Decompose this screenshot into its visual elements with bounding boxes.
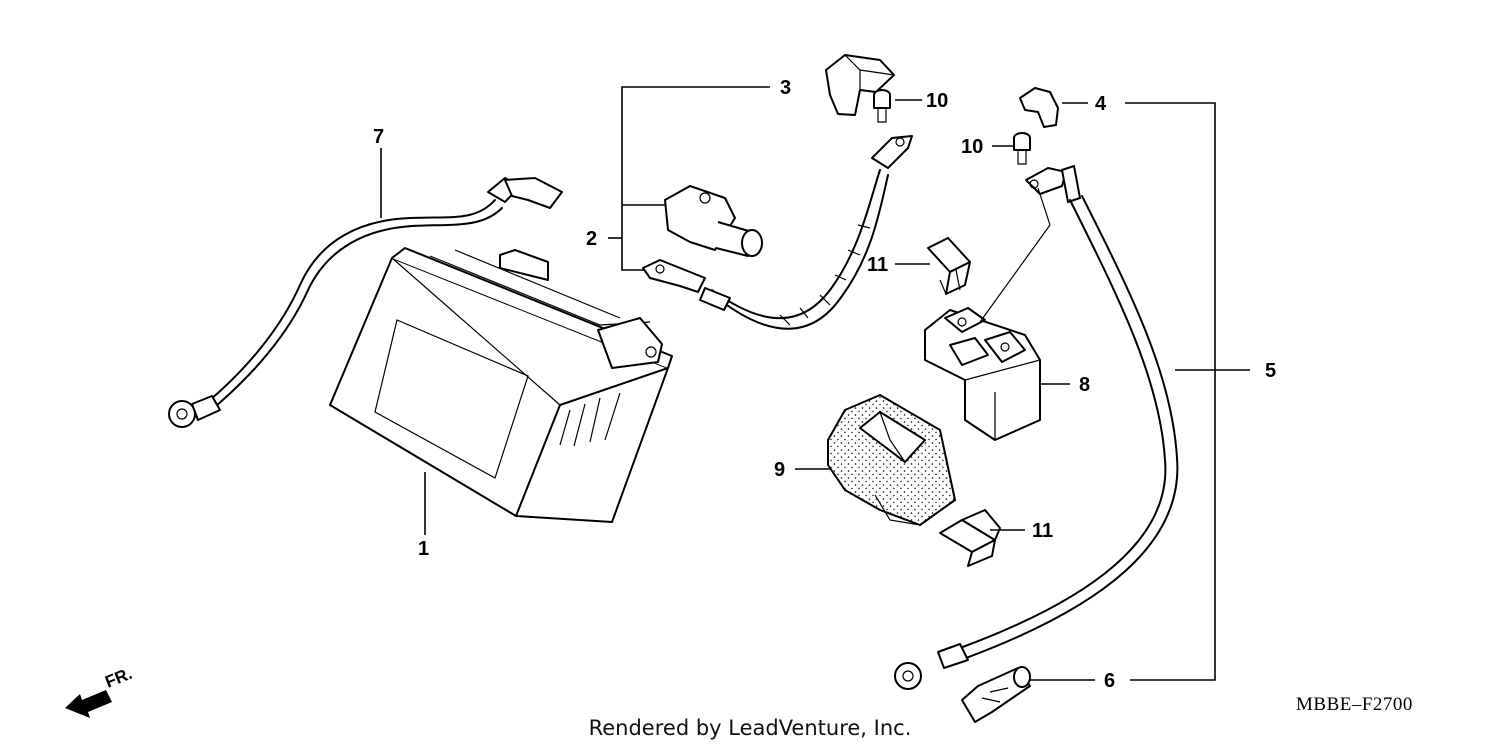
front-direction-label: FR. [102,664,135,692]
render-credit: Rendered by LeadVenture, Inc. [588,716,912,740]
cable-boot-small [1019,87,1059,128]
battery [329,247,673,523]
callout-11-upper: 11 [867,254,888,276]
relay-cover [827,394,956,526]
callout-11-lower: 11 [1032,520,1053,542]
starter-cable [894,165,1179,690]
callout-10-upper-right: 10 [961,136,983,158]
callout-3: 3 [780,77,791,99]
diagram-code: MBBE–F2700 [1296,694,1413,715]
callout-7: 7 [373,126,384,148]
terminal-boot [825,54,895,116]
callout-8: 8 [1079,374,1090,396]
positive-cable [642,135,913,330]
terminal-cover [664,185,763,257]
cable-end-boot [961,666,1031,723]
bolt-upper-right [1013,132,1031,165]
callout-5: 5 [1265,360,1276,382]
callout-10-upper-left: 10 [926,90,948,112]
callout-1: 1 [418,538,429,560]
callout-2: 2 [586,228,597,250]
callout-9: 9 [774,459,785,481]
ground-cable [168,177,563,428]
callout-4: 4 [1095,93,1107,115]
fuse-lower [939,509,1001,567]
front-direction-arrow-icon: FR. [65,664,135,718]
starter-relay [924,307,1041,441]
leader-lines [380,86,1250,681]
bolt-upper-left [873,89,891,123]
callout-6: 6 [1104,670,1115,692]
fuse-upper [927,237,971,295]
